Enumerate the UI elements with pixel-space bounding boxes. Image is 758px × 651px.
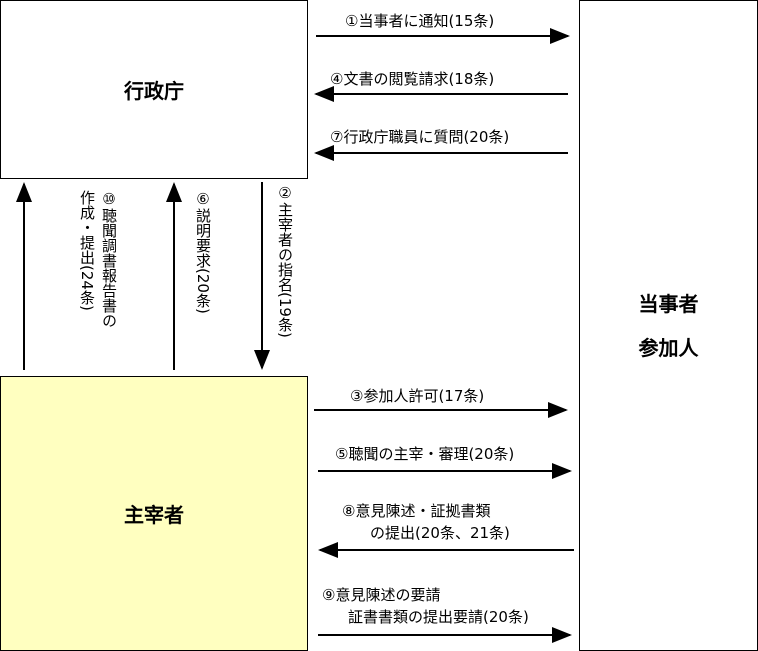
gyosei-box: 行政庁: [0, 0, 308, 179]
sankanin-label: 参加人: [638, 335, 699, 360]
label-9-line1: ⑨意見陳述の要請: [322, 586, 441, 604]
label-8-line2: の提出(20条、21条): [370, 524, 510, 542]
label-10-line2: 作成・提出(24条): [78, 190, 96, 311]
label-6: ⑥説明要求(20条): [194, 190, 212, 314]
label-3: ③参加人許可(17条): [350, 387, 485, 405]
shusaisha-box: 主宰者: [0, 376, 308, 651]
shusaisha-label: 主宰者: [124, 503, 184, 527]
label-9: ⑨意見陳述の要請証書書類の提出要請(20条): [322, 584, 529, 628]
label-8-line1: ⑧意見陳述・証拠書類: [342, 502, 491, 520]
label-7: ⑦行政庁職員に質問(20条): [330, 128, 510, 146]
label-2: ②主宰者の指名(19条): [276, 184, 294, 338]
label-8: ⑧意見陳述・証拠書類の提出(20条、21条): [342, 500, 510, 544]
label-5: ⑤聴聞の主宰・審理(20条): [335, 445, 515, 463]
label-10-line1: ⑩聴聞調書報告書の: [100, 190, 118, 328]
label-10: ⑩聴聞調書報告書の作成・提出(24条): [76, 190, 120, 328]
tojisha-label: 当事者: [638, 291, 699, 316]
label-1: ①当事者に通知(15条): [345, 12, 495, 30]
label-4: ④文書の閲覧請求(18条): [330, 70, 495, 88]
gyosei-label: 行政庁: [124, 79, 184, 103]
label-9-line2: 証書書類の提出要請(20条): [348, 608, 529, 626]
